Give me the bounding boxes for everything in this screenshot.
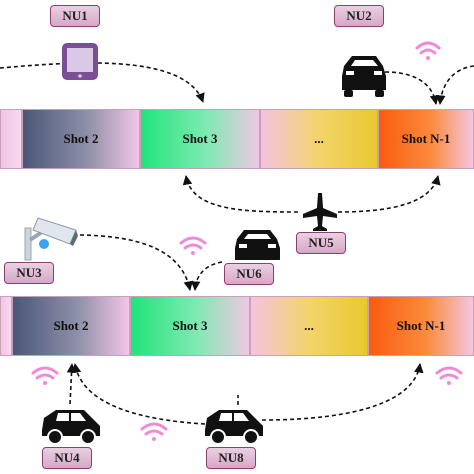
shot-3-segment: Shot 3 [140,109,260,169]
security-camera-icon [24,217,78,261]
node-label-nu2: NU2 [334,5,384,27]
electric-car-icon [42,410,100,445]
airplane-icon [303,193,337,231]
shot-3-segment: Shot 3 [130,296,250,356]
arrow-left-to-shot3 [0,62,205,103]
node-label-nu5: NU5 [296,232,346,254]
arrow-nu8-to-shot2 [71,363,206,425]
car-icon [342,56,386,97]
electric-car-icon [205,410,263,445]
shot-1-segment [0,296,12,356]
shot-1-segment [0,109,22,169]
node-label-nu3: NU3 [4,262,54,284]
arrow-nu3-to-shot3 [79,234,194,291]
ellipsis-segment: ... [260,109,378,169]
ellipsis-segment: ... [250,296,368,356]
wifi-icon [435,366,463,385]
arrow-right-to-shotn1 [436,65,474,105]
wifi-icon [31,366,59,385]
arrow-nu6-to-shot3 [190,261,223,291]
arrow-nu5-to-shotn1 [337,175,441,213]
wifi-icon [140,422,168,441]
node-label-nu4: NU4 [42,447,92,469]
arrow-nu8-to-shotn1 [261,363,424,421]
shot-n-1-segment: Shot N-1 [378,109,474,169]
tablet-icon [62,43,98,80]
node-label-nu6: NU6 [224,263,274,285]
car-icon [235,230,280,260]
shot-n-1-segment: Shot N-1 [368,296,474,356]
shot-2-segment: Shot 2 [22,109,140,169]
node-label-nu1: NU1 [50,5,100,27]
shot-2-segment: Shot 2 [12,296,130,356]
wifi-icon [179,236,207,255]
node-label-nu8: NU8 [206,447,256,469]
wifi-icon [415,41,441,60]
arrow-nu2-to-shotn1 [384,71,440,105]
arrow-nu5-to-shot3 [182,175,299,213]
